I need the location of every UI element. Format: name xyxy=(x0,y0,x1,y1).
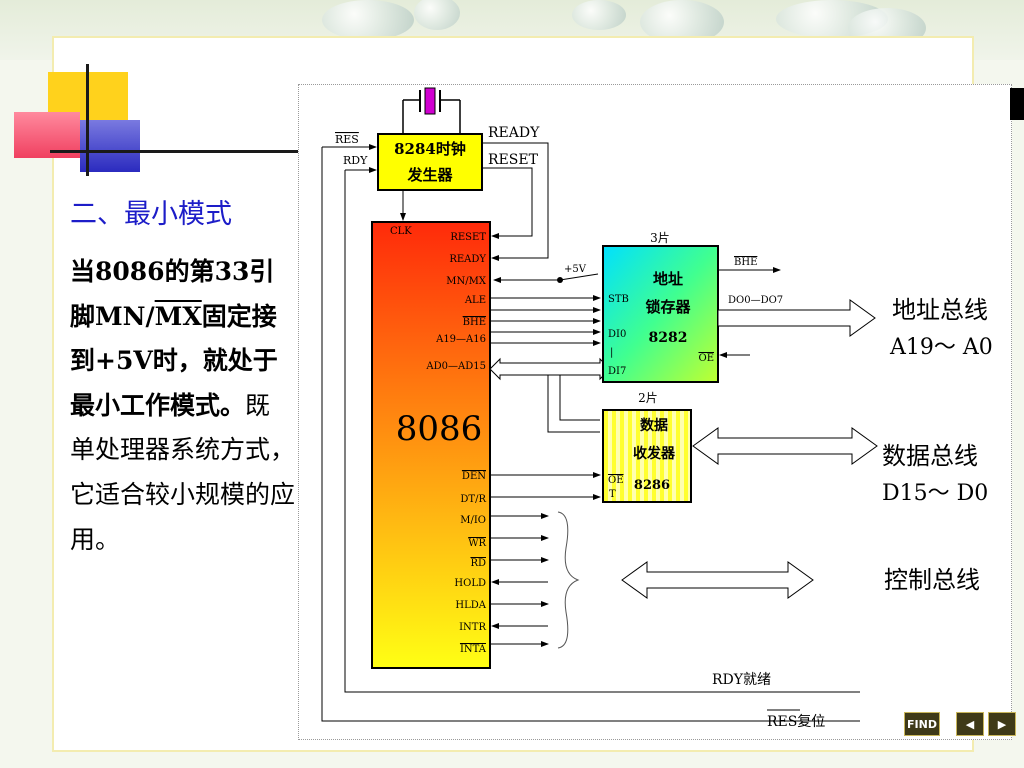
pin-dt-r: DT/R xyxy=(460,494,486,505)
pin-hold: HOLD xyxy=(454,578,486,589)
latch-di-separator: | xyxy=(610,347,613,358)
data-transceiver-8286 xyxy=(602,409,692,503)
transceiver-name: 收发器 xyxy=(633,445,676,462)
crystal-icon xyxy=(402,87,461,134)
pin-ready: READY xyxy=(449,254,486,265)
decor-horizontal-line xyxy=(50,150,302,153)
ad-bus-arrow xyxy=(489,357,611,381)
transceiver-oe: OE xyxy=(608,475,624,486)
latch-name: 地址 xyxy=(653,270,683,288)
clock-chip-label: 8284时钟 xyxy=(394,140,466,158)
control-bus-arrow xyxy=(621,561,814,599)
data-bus-arrow xyxy=(692,427,878,465)
pin-clk: CLK xyxy=(390,226,412,237)
control-bus-label: 控制总线 xyxy=(884,566,980,594)
slide-description: 当8086的第33引脚MN/MX固定接到+5V时，就处于最小工作模式。既单处理器… xyxy=(70,250,295,562)
latch-stb: STB xyxy=(608,294,629,305)
pin-wr: WR xyxy=(468,538,486,549)
pin-ad15-ad0: AD0—AD15 xyxy=(425,361,486,372)
label-res: RES xyxy=(335,133,359,146)
pin-mn-mx: MN/MX xyxy=(446,276,487,287)
pin-m-io: M/IO xyxy=(460,515,486,526)
pin-ale: ALE xyxy=(464,295,486,306)
data-bus-range: D15～ D0 xyxy=(882,481,988,506)
decor-bubble xyxy=(414,0,460,30)
transceiver-part: 8286 xyxy=(634,478,670,493)
control-lines xyxy=(490,513,549,647)
clock-chip xyxy=(377,133,483,191)
clock-chip-label: 发生器 xyxy=(406,166,453,184)
data-bus-label: 数据总线 xyxy=(882,442,978,470)
address-bus-label: 地址总线 xyxy=(892,296,988,324)
address-lines xyxy=(490,295,601,346)
latch-name: 锁存器 xyxy=(645,298,691,316)
next-slide-button[interactable]: ▶ xyxy=(988,712,1016,736)
desc-part1: 当8086的第33引脚MN/ xyxy=(70,257,275,331)
prev-slide-button[interactable]: ◀ xyxy=(956,712,984,736)
label-reset: RESET xyxy=(488,152,539,168)
desc-mx: MX xyxy=(154,301,202,331)
address-bus-range: A19～ A0 xyxy=(889,335,993,360)
latch-part: 8282 xyxy=(649,330,688,346)
latch-di7: DI7 xyxy=(608,366,626,377)
label-rdy: RDY xyxy=(343,154,368,167)
pin-intr: INTR xyxy=(459,622,486,633)
desc-bold: 就处于最小工作模式。 xyxy=(70,346,278,420)
pin-a19-a16: A19—A16 xyxy=(435,334,486,345)
cpu-pin-labels: CLK RESET READY MN/MX ALE BHE A19—A16 AD… xyxy=(390,226,487,655)
find-button[interactable]: FIND xyxy=(904,712,940,736)
address-bus-arrow xyxy=(717,299,876,337)
desc-part3: 既单处理器系统方式，它适合较小规模的应用。 xyxy=(70,390,296,554)
desc-part2: 固定接到+5V时， xyxy=(70,301,277,376)
pin-inta: INTA xyxy=(460,644,487,655)
label-ready: READY xyxy=(488,125,540,141)
latch-di0: DI0 xyxy=(608,329,626,340)
pin-rd: RD xyxy=(470,558,486,569)
latch-count: 3片 xyxy=(650,231,670,245)
rdy-ready-label: RDY就绪 xyxy=(712,672,771,688)
res-reset-label: RES复位 xyxy=(767,713,825,730)
pin-den: DEN xyxy=(462,471,486,482)
corner-black-mark xyxy=(1010,88,1024,120)
decor-bubble xyxy=(322,0,414,40)
decor-vertical-line xyxy=(86,64,89,176)
cpu-8086 xyxy=(371,221,491,669)
latch-oe: OE xyxy=(699,353,715,364)
transceiver-count: 2片 xyxy=(638,391,658,405)
transceiver-t: T xyxy=(609,489,616,500)
label-plus5v: +5V xyxy=(564,264,587,275)
pin-bhe: BHE xyxy=(463,317,486,328)
decor-square-blue xyxy=(80,120,140,172)
decor-bubble xyxy=(572,0,626,30)
pin-reset: RESET xyxy=(450,232,486,243)
latch-outputs: DO0—DO7 xyxy=(728,295,783,306)
control-brace xyxy=(557,511,580,649)
cpu-name: 8086 xyxy=(396,409,483,449)
section-title: 二、最小模式 xyxy=(70,199,232,230)
transceiver-name: 数据 xyxy=(640,417,668,434)
pin-hlda: HLDA xyxy=(455,600,486,611)
latch-bhe-out: BHE xyxy=(734,257,757,268)
